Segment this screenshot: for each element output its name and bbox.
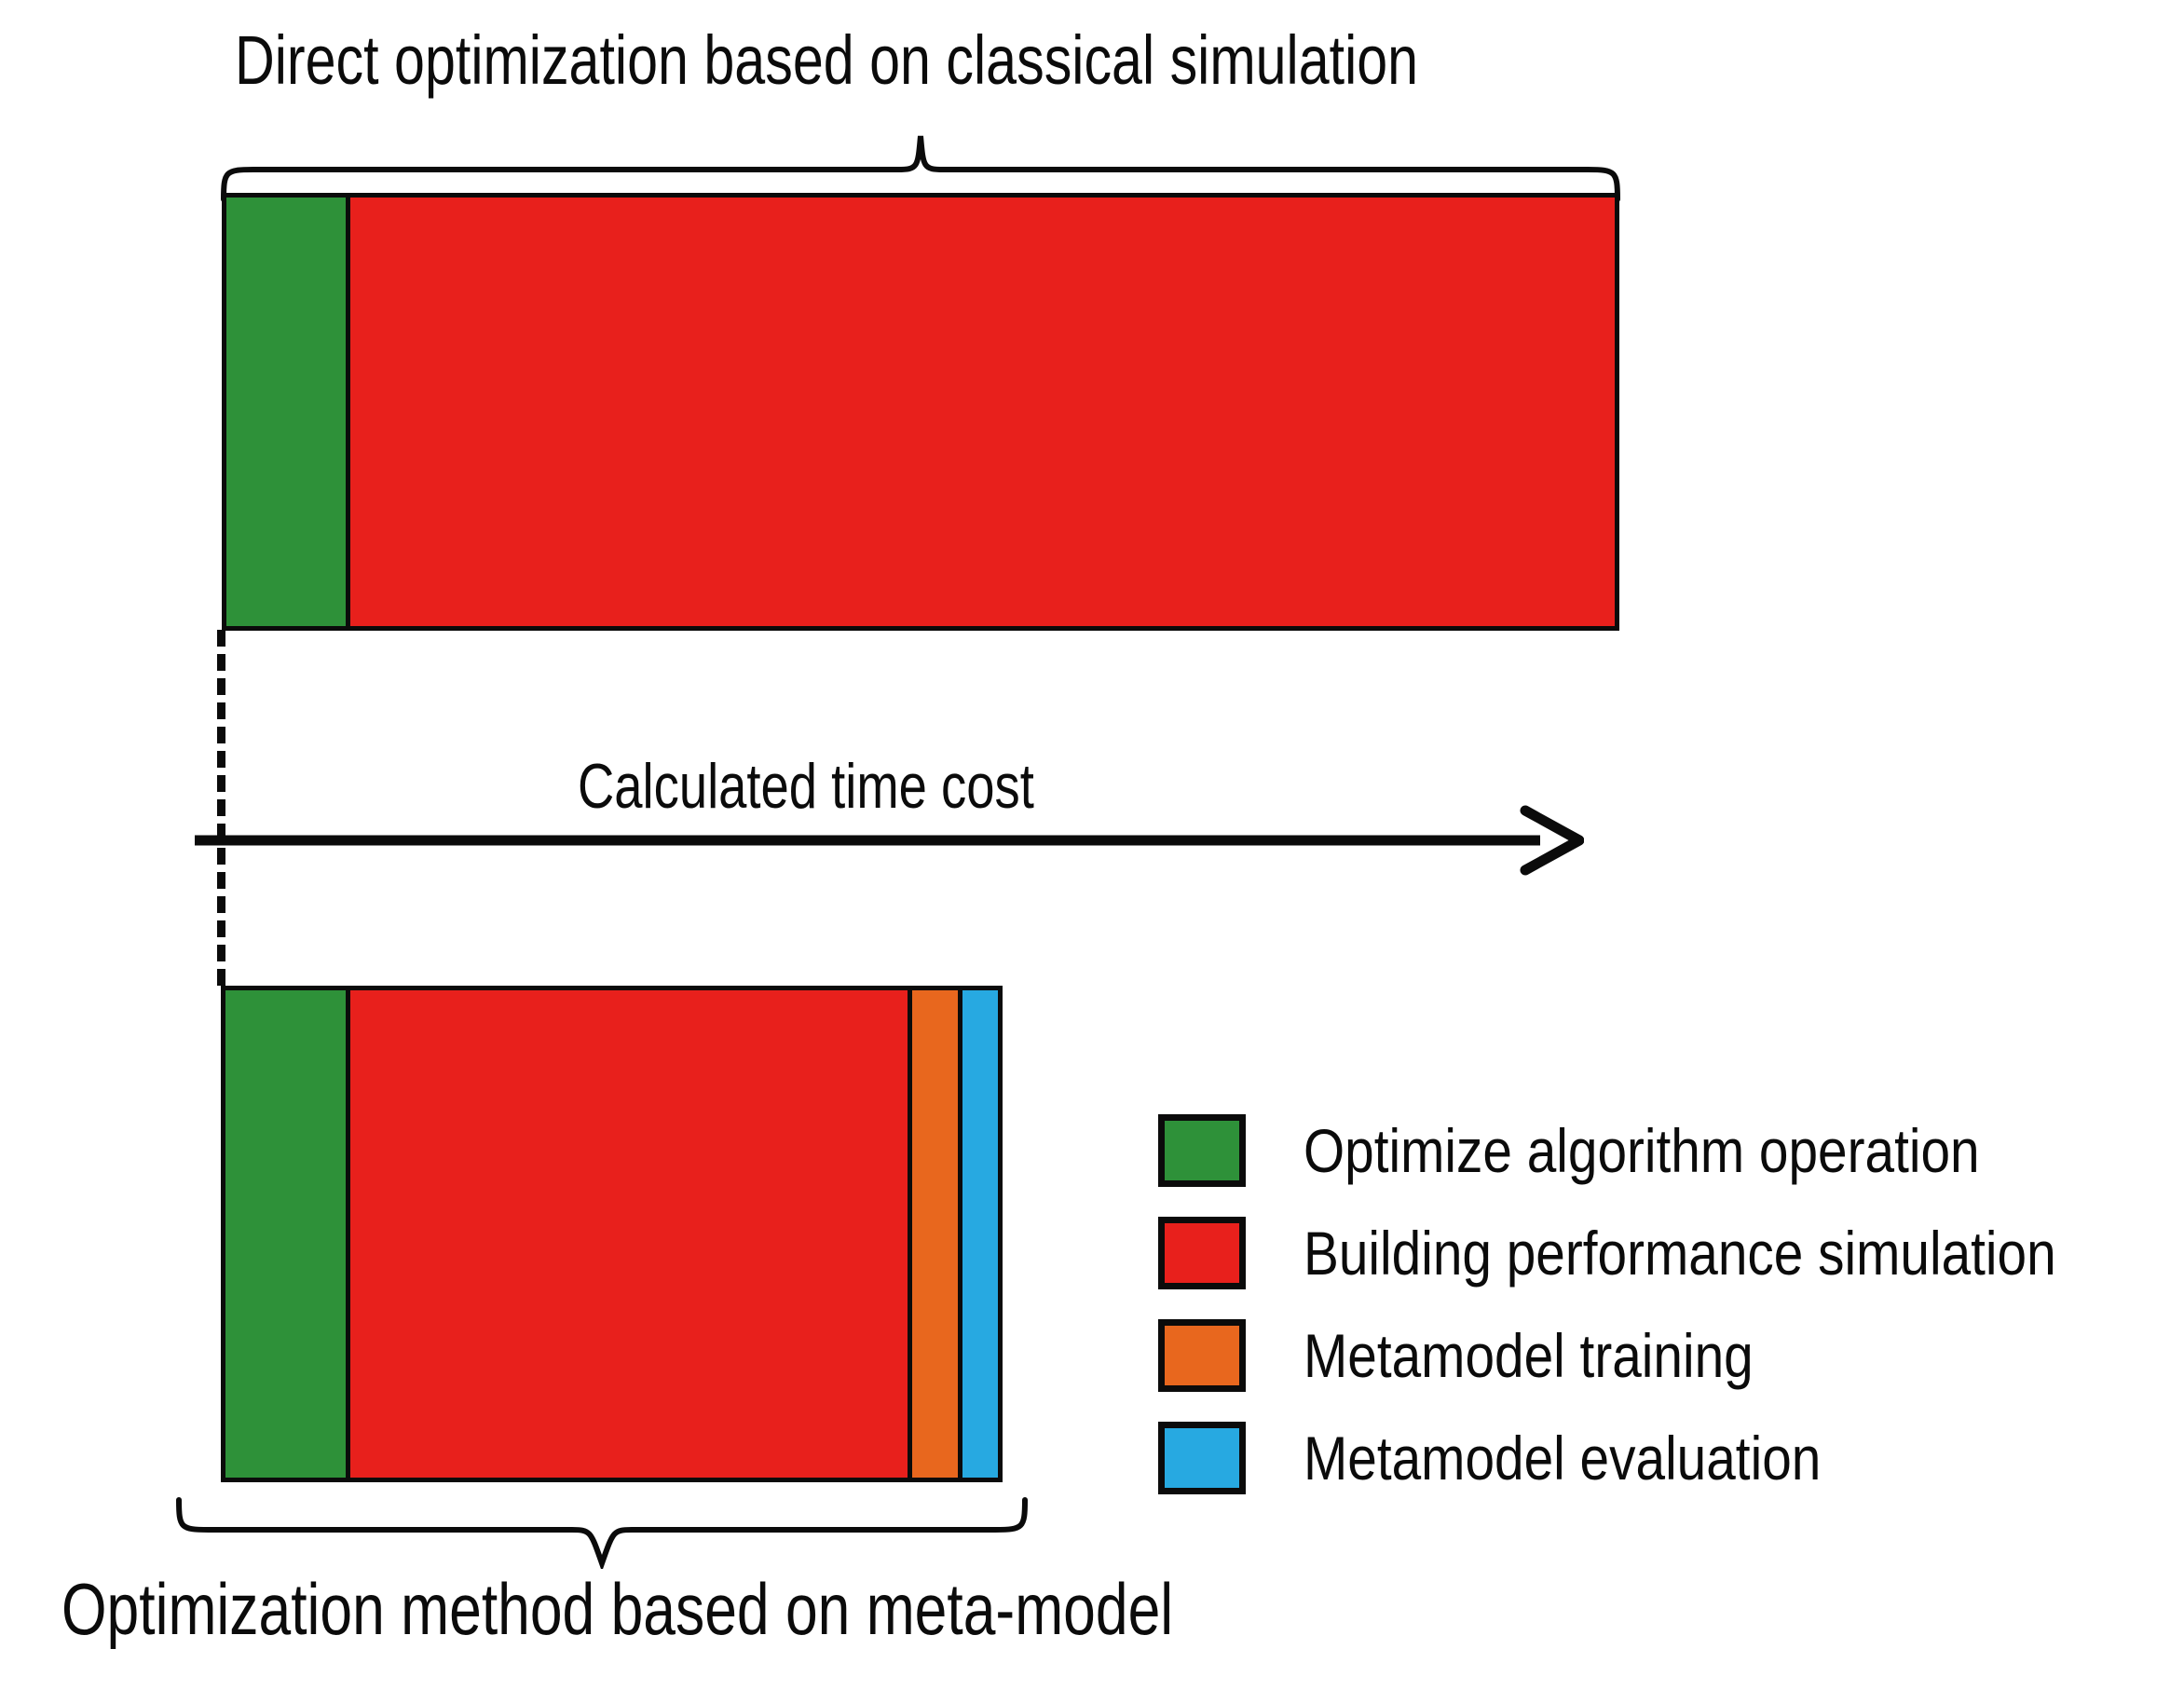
- legend-item-optimize-algorithm-operation: Optimize algorithm operation: [1158, 1099, 2146, 1202]
- legend-label-building-performance-simulation: Building performance simulation: [1304, 1219, 2056, 1288]
- legend-item-metamodel-evaluation: Metamodel evaluation: [1158, 1407, 2146, 1509]
- legend-item-building-performance-simulation: Building performance simulation: [1158, 1202, 2146, 1304]
- bottom-method-title: Optimization method based on meta-model: [61, 1568, 1174, 1650]
- top-brace: [221, 135, 1620, 202]
- legend-swatch-red: [1158, 1217, 1246, 1289]
- top-bar-segment-building-performance-simulation: [349, 198, 1615, 626]
- dashed-alignment-line: [217, 630, 225, 986]
- bottom-bar-segment-metamodel-evaluation: [962, 990, 998, 1478]
- legend-label-metamodel-training: Metamodel training: [1304, 1321, 1754, 1390]
- legend: Optimize algorithm operation Building pe…: [1158, 1099, 2146, 1509]
- legend-swatch-blue: [1158, 1422, 1246, 1494]
- bottom-bar-segment-building-performance-simulation: [350, 990, 912, 1478]
- top-stacked-bar: [222, 193, 1619, 631]
- legend-swatch-green: [1158, 1114, 1246, 1187]
- bottom-bar-segment-optimize-algorithm-operation: [225, 990, 351, 1478]
- legend-label-optimize-algorithm-operation: Optimize algorithm operation: [1304, 1116, 1980, 1185]
- bottom-stacked-bar: [221, 986, 1003, 1482]
- top-bar-segment-optimize-algorithm-operation: [226, 198, 350, 626]
- bottom-bar-segment-metamodel-training: [911, 990, 963, 1478]
- time-cost-arrow-icon: [195, 805, 1584, 876]
- top-method-title: Direct optimization based on classical s…: [235, 21, 1419, 99]
- legend-label-metamodel-evaluation: Metamodel evaluation: [1304, 1424, 1822, 1492]
- bottom-brace: [176, 1497, 1028, 1569]
- time-cost-axis-label: Calculated time cost: [578, 751, 1034, 822]
- legend-item-metamodel-training: Metamodel training: [1158, 1304, 2146, 1407]
- legend-swatch-orange: [1158, 1319, 1246, 1392]
